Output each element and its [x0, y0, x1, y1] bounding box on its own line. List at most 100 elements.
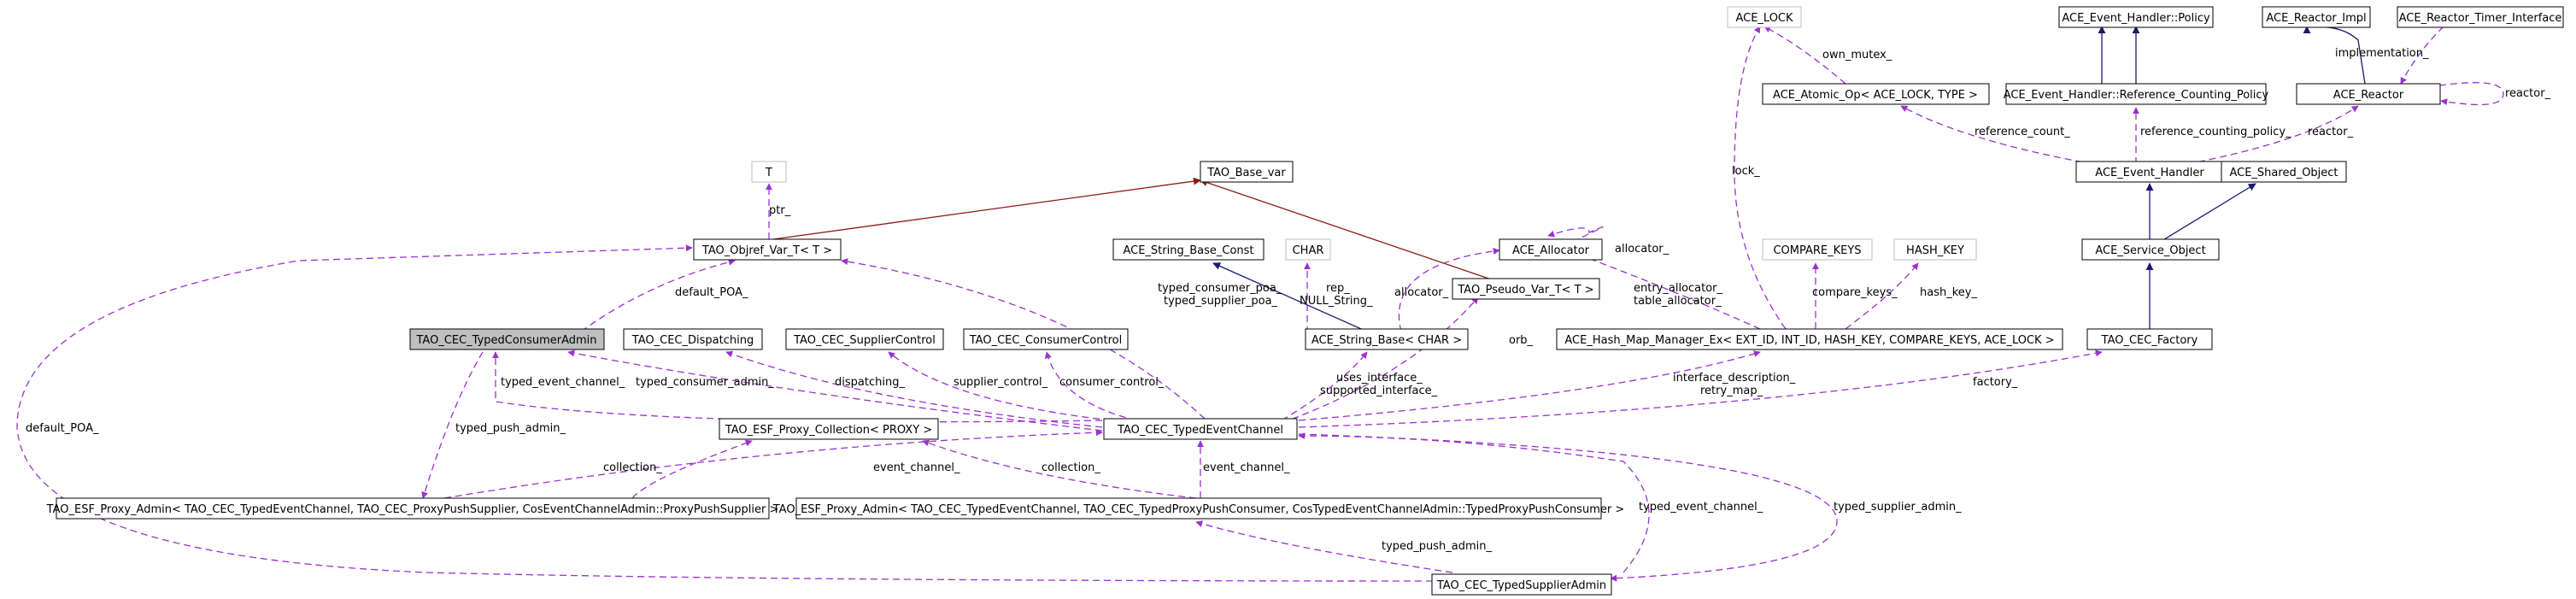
edge-dispatching	[725, 350, 1103, 428]
svg-text:TAO_CEC_TypedEventChannel: TAO_CEC_TypedEventChannel	[1117, 424, 1283, 437]
node-atomic-op[interactable]: ACE_Atomic_Op< ACE_LOCK, TYPE >	[1762, 83, 1990, 105]
node-ace-event-handler[interactable]: ACE_Event_Handler	[2075, 161, 2224, 183]
svg-text:COMPARE_KEYS: COMPARE_KEYS	[1773, 244, 1861, 257]
node-string-base-const[interactable]: ACE_String_Base_Const	[1112, 238, 1265, 261]
label-event-channel-1: event_channel_	[873, 461, 960, 474]
node-dispatching[interactable]: TAO_CEC_Dispatching	[623, 328, 763, 350]
edge-typed-consumer-admin	[567, 349, 1103, 432]
label-consumer-control: consumer_control_	[1059, 376, 1165, 389]
node-pseudo-var[interactable]: TAO_Pseudo_Var_T< T >	[1452, 278, 1600, 300]
edge-default-poa-upper	[580, 258, 736, 332]
node-ref-counting-policy[interactable]: ACE_Event_Handler::Reference_Counting_Po…	[2004, 83, 2269, 105]
label-hash-key: hash_key_	[1920, 286, 1977, 299]
edge-reactor-self	[2438, 82, 2504, 106]
svg-text:TAO_ESF_Proxy_Admin< TAO_CEC_T: TAO_ESF_Proxy_Admin< TAO_CEC_TypedEventC…	[772, 503, 1624, 516]
label-allocator: allocator_	[1394, 286, 1449, 299]
svg-text:ACE_Event_Handler::Reference_C: ACE_Event_Handler::Reference_Counting_Po…	[2004, 89, 2269, 102]
edge-collection-2	[922, 439, 1197, 499]
svg-text:TAO_CEC_SupplierControl: TAO_CEC_SupplierControl	[793, 334, 936, 347]
edge-supplier-control	[888, 351, 1112, 421]
node-reactor-timer-interface[interactable]: ACE_Reactor_Timer_Interface	[2397, 6, 2564, 28]
svg-text:TAO_ESF_Proxy_Collection< PROX: TAO_ESF_Proxy_Collection< PROXY >	[725, 424, 932, 437]
svg-text:T: T	[765, 167, 772, 179]
svg-text:ACE_LOCK: ACE_LOCK	[1735, 12, 1793, 25]
node-ace-service-object[interactable]: ACE_Service_Object	[2081, 238, 2220, 261]
label-ptr: ptr_	[769, 204, 791, 217]
label-factory: factory_	[1973, 376, 2018, 389]
edge-typed-supplier-admin	[1298, 433, 1838, 582]
edge-pseudo-to-base-var	[1200, 179, 1505, 285]
node-objref-var[interactable]: TAO_Objref_Var_T< T >	[693, 238, 842, 261]
label-null-string: NULL_String_	[1300, 295, 1373, 308]
node-typed-event-channel[interactable]: TAO_CEC_TypedEventChannel	[1103, 418, 1298, 440]
label-table-allocator: table_allocator_	[1634, 295, 1722, 308]
edge-objref-to-base-var	[772, 177, 1201, 240]
label-reactor: reactor_	[2308, 126, 2354, 138]
node-string-base[interactable]: ACE_String_Base< CHAR >	[1305, 328, 1469, 350]
label-orb: orb_	[1509, 334, 1534, 347]
edge-event-channel-1	[443, 429, 1103, 499]
node-ace-allocator[interactable]: ACE_Allocator	[1499, 238, 1603, 261]
node-cec-factory[interactable]: TAO_CEC_Factory	[2086, 328, 2213, 350]
node-proxy-admin-push-supplier[interactable]: TAO_ESF_Proxy_Admin< TAO_CEC_TypedEventC…	[46, 497, 779, 520]
svg-text:HASH_KEY: HASH_KEY	[1906, 244, 1964, 257]
svg-text:TAO_CEC_Factory: TAO_CEC_Factory	[2101, 334, 2198, 347]
label-compare-keys: compare_keys_	[1812, 286, 1898, 299]
edge-lock	[1734, 26, 1787, 330]
label-typed-supplier-poa: typed_supplier_poa_	[1164, 295, 1278, 308]
edge-uses-supported-interface	[1281, 351, 1368, 421]
svg-text:ACE_Service_Object: ACE_Service_Object	[2095, 244, 2205, 257]
svg-text:CHAR: CHAR	[1293, 244, 1324, 257]
node-consumer-control[interactable]: TAO_CEC_ConsumerControl	[963, 328, 1129, 350]
label-retry-map: retry_map_	[1700, 385, 1763, 397]
edge-typed-push-admin-2	[1195, 520, 1453, 573]
svg-text:ACE_String_Base_Const: ACE_String_Base_Const	[1123, 244, 1253, 257]
label-reference-counting-policy: reference_counting_policy_	[2140, 126, 2291, 138]
node-event-handler-policy[interactable]: ACE_Event_Handler::Policy	[2058, 6, 2214, 28]
label-rep: rep_	[1326, 282, 1350, 295]
svg-text:ACE_Shared_Object: ACE_Shared_Object	[2229, 167, 2338, 179]
edge-collection-1	[631, 439, 753, 499]
label-uses-interface: uses_interface_	[1336, 372, 1423, 385]
edge-interface-description-retry-map	[1298, 350, 1761, 421]
node-char[interactable]: CHAR	[1285, 238, 1331, 261]
node-proxy-collection[interactable]: TAO_ESF_Proxy_Collection< PROXY >	[719, 418, 939, 440]
node-compare-keys[interactable]: COMPARE_KEYS	[1762, 238, 1873, 261]
edge-entry-table-allocator	[1571, 250, 1761, 330]
node-ace-reactor[interactable]: ACE_Reactor	[2296, 83, 2441, 105]
node-supplier-control[interactable]: TAO_CEC_SupplierControl	[785, 328, 944, 350]
svg-text:TAO_Pseudo_Var_T< T >: TAO_Pseudo_Var_T< T >	[1457, 284, 1593, 297]
svg-text:ACE_Atomic_Op< ACE_LOCK, TYPE: ACE_Atomic_Op< ACE_LOCK, TYPE >	[1773, 89, 1978, 102]
edge-service-object-to-shared-object	[2161, 183, 2256, 242]
label-implementation: implementation_	[2335, 47, 2429, 60]
svg-text:ACE_Reactor_Timer_Interface: ACE_Reactor_Timer_Interface	[2399, 12, 2562, 25]
label-interface-description: interface_description_	[1673, 372, 1796, 385]
node-reactor-impl[interactable]: ACE_Reactor_Impl	[2262, 6, 2371, 28]
edge-reactor	[2186, 105, 2359, 165]
edge-default-poa-left	[16, 244, 1445, 582]
node-tao-base-var[interactable]: TAO_Base_var	[1200, 161, 1294, 183]
svg-text:TAO_CEC_TypedConsumerAdmin: TAO_CEC_TypedConsumerAdmin	[415, 334, 596, 347]
node-typed-supplier-admin[interactable]: TAO_CEC_TypedSupplierAdmin	[1431, 573, 1612, 596]
edge-reference-count	[1900, 105, 2094, 165]
node-typed-consumer-admin[interactable]: TAO_CEC_TypedConsumerAdmin	[409, 328, 605, 350]
label-lock: lock_	[1732, 165, 1760, 178]
svg-text:ACE_Allocator: ACE_Allocator	[1512, 244, 1590, 257]
edge-typed-poa	[841, 258, 1206, 420]
node-hash-key[interactable]: HASH_KEY	[1893, 238, 1977, 261]
svg-text:ACE_Event_Handler::Policy: ACE_Event_Handler::Policy	[2062, 12, 2210, 25]
node-ace-lock[interactable]: ACE_LOCK	[1727, 6, 1802, 28]
node-proxy-admin-typed-push-consumer[interactable]: TAO_ESF_Proxy_Admin< TAO_CEC_TypedEventC…	[772, 497, 1624, 520]
node-t[interactable]: T	[751, 161, 787, 183]
edge-factory	[1298, 349, 2103, 428]
svg-text:TAO_Objref_Var_T< T >: TAO_Objref_Var_T< T >	[701, 244, 832, 257]
node-hash-map-manager[interactable]: ACE_Hash_Map_Manager_Ex< EXT_ID, INT_ID,…	[1556, 328, 2063, 350]
svg-text:TAO_CEC_TypedSupplierAdmin: TAO_CEC_TypedSupplierAdmin	[1436, 579, 1606, 592]
svg-text:ACE_Event_Handler: ACE_Event_Handler	[2095, 167, 2204, 179]
label-reference-count: reference_count_	[1975, 126, 2070, 138]
edge-string-base-to-const	[1212, 262, 1368, 332]
node-ace-shared-object[interactable]: ACE_Shared_Object	[2221, 161, 2347, 183]
label-collection-2: collection_	[1042, 461, 1100, 474]
label-allocator-self: allocator_	[1615, 243, 1669, 255]
svg-text:TAO_CEC_ConsumerControl: TAO_CEC_ConsumerControl	[969, 334, 1122, 347]
